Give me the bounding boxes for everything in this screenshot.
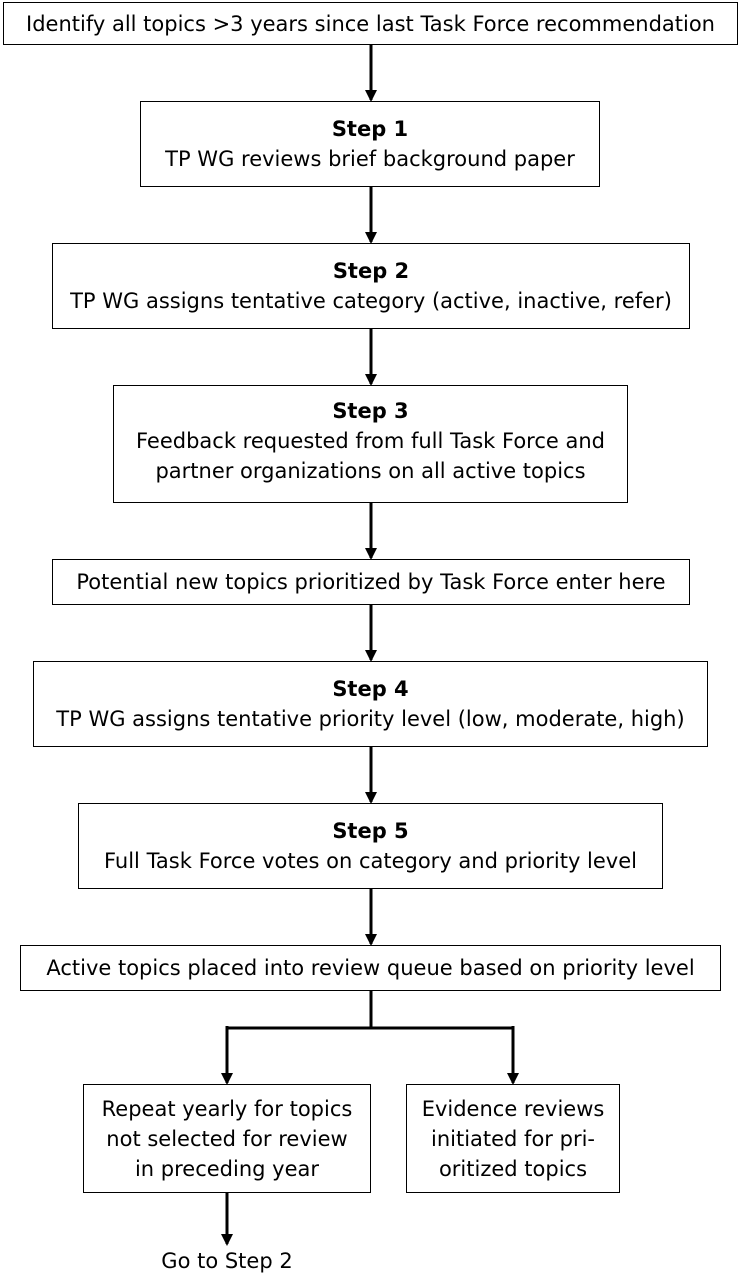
step-2-text: TP WG assigns tentative category (active… — [70, 289, 672, 313]
step-4-title: Step 4 — [332, 677, 409, 701]
step-5-title: Step 5 — [332, 819, 409, 843]
step-3-title: Step 3 — [332, 399, 409, 423]
evidence-reviews-line-3: oritized topics — [438, 1157, 588, 1181]
repeat-yearly-line-2: not selected for review — [106, 1127, 348, 1151]
repeat-yearly-box: Repeat yearly for topics not selected fo… — [83, 1084, 371, 1193]
step-2-title: Step 2 — [332, 259, 410, 283]
step-5-text: Full Task Force votes on category and pr… — [103, 849, 637, 873]
step-3-box: Step 3 Feedback requested from full Task… — [113, 385, 628, 503]
identify-topics-box: Identify all topics >3 years since last … — [3, 2, 738, 45]
step-3-text-line-1: Feedback requested from full Task Force … — [135, 429, 606, 453]
step-2-box: Step 2 TP WG assigns tentative category … — [52, 243, 690, 329]
review-queue-text: Active topics placed into review queue b… — [46, 956, 695, 980]
step-1-text: TP WG reviews brief background paper — [165, 147, 575, 171]
step-4-box: Step 4 TP WG assigns tentative priority … — [33, 661, 708, 747]
step-4-text: TP WG assigns tentative priority level (… — [56, 707, 685, 731]
new-topics-box: Potential new topics prioritized by Task… — [52, 559, 690, 605]
repeat-yearly-line-1: Repeat yearly for topics — [101, 1097, 353, 1121]
step-1-box: Step 1 TP WG reviews brief background pa… — [140, 101, 600, 187]
step-5-box: Step 5 Full Task Force votes on category… — [78, 803, 663, 889]
evidence-reviews-box: Evidence reviews initiated for pri- orit… — [406, 1084, 620, 1193]
step-3-text-line-2: partner organizations on all active topi… — [155, 459, 586, 483]
go-to-step-2-label: Go to Step 2 — [161, 1249, 293, 1273]
evidence-reviews-line-2: initiated for pri- — [430, 1127, 595, 1151]
step-1-title: Step 1 — [331, 117, 409, 141]
evidence-reviews-line-1: Evidence reviews — [421, 1097, 605, 1121]
review-queue-box: Active topics placed into review queue b… — [20, 945, 721, 991]
branch-connector — [227, 991, 373, 1030]
new-topics-text: Potential new topics prioritized by Task… — [76, 570, 666, 594]
repeat-yearly-line-3: in preceding year — [134, 1157, 320, 1181]
identify-topics-text: Identify all topics >3 years since last … — [26, 11, 715, 36]
